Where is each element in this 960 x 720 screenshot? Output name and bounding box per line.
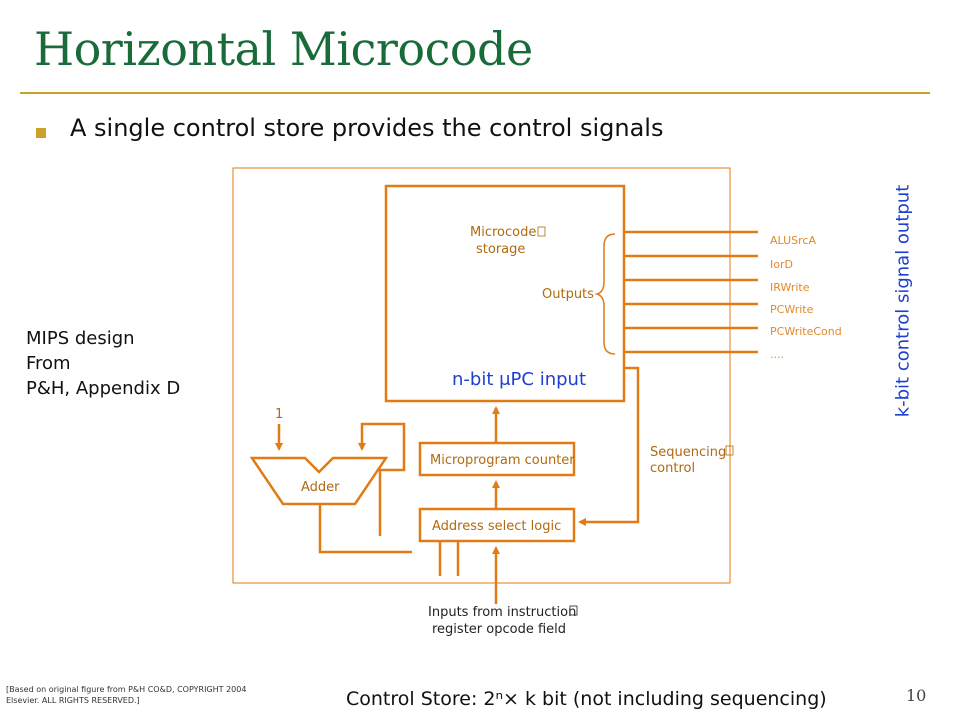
control-store-caption: Control Store: 2ⁿ× k bit (not including … [346, 688, 827, 710]
storage-label-2: storage [476, 242, 525, 257]
k-bit-output-label: k-bit control signal output [888, 160, 918, 442]
slide-title: Horizontal Microcode [34, 22, 533, 76]
placeholder-box-icon [725, 445, 734, 456]
title-divider [20, 92, 930, 94]
page-number: 10 [906, 686, 927, 705]
wire-adder-to-select [318, 504, 412, 554]
wire-select-loop [378, 459, 406, 536]
signal-label: .... [770, 348, 784, 361]
storage-label-line: Microcode [470, 225, 536, 240]
outer-frame [232, 167, 731, 584]
signal-label: PCWrite [770, 303, 814, 316]
signal-label: IRWrite [770, 281, 810, 294]
figure-citation: [Based on original figure from P&H CO&D,… [6, 685, 247, 705]
signal-label: PCWriteCond [770, 325, 842, 338]
wire-counter-to-adder [358, 422, 406, 459]
microcode-storage-box [384, 184, 626, 403]
inputs-label-2: register opcode field [432, 622, 566, 637]
microprogram-counter-box [418, 441, 576, 477]
side-note-line: From [26, 353, 71, 374]
sequencing-label: Sequencing [650, 445, 726, 460]
placeholder-box-icon [569, 605, 578, 616]
storage-label-line: storage [476, 242, 525, 257]
side-note-line: MIPS design [26, 328, 135, 349]
side-note-line: P&H, Appendix D [26, 378, 181, 399]
storage-label: Microcode [470, 225, 536, 240]
signal-label: ALUSrcA [770, 234, 816, 247]
outputs-brace [594, 233, 616, 355]
side-note: MIPS design From P&H, Appendix D [26, 326, 180, 401]
inputs-label: Inputs from instruction [428, 605, 576, 620]
select-label: Address select logic [432, 519, 561, 534]
adder-shape [249, 456, 389, 506]
k-bit-output-text: k-bit control signal output [892, 184, 914, 418]
adder-const-label: 1 [275, 407, 283, 422]
upc-input-label: n-bit μPC input [452, 369, 587, 390]
signal-label: IorD [770, 258, 793, 271]
bullet-text: A single control store provides the cont… [70, 114, 664, 142]
adder-label: Adder [301, 480, 340, 495]
sequencing-wire [578, 366, 640, 526]
placeholder-box-icon [537, 226, 546, 237]
address-select-box [418, 507, 576, 543]
outputs-label: Outputs [542, 287, 594, 302]
bullet-square-icon [36, 128, 46, 138]
counter-label: Microprogram counter [430, 453, 575, 468]
sequencing-label-2: control [650, 461, 695, 476]
